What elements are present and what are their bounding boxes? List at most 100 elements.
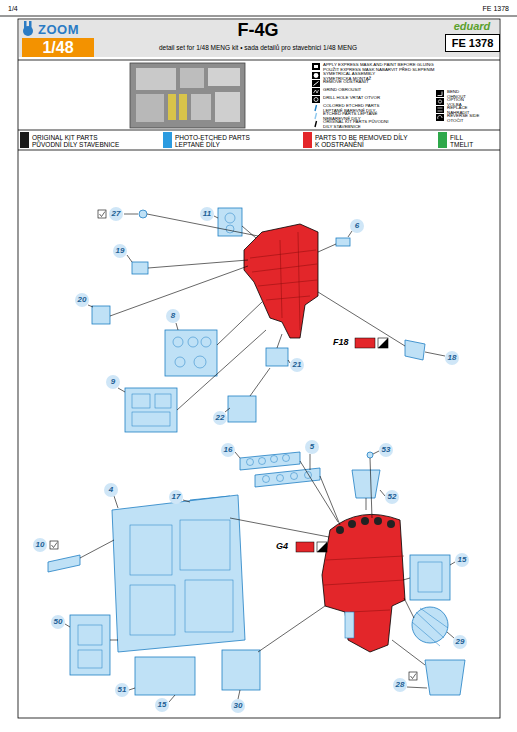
leader-lines bbox=[318, 292, 445, 356]
legend-swatch bbox=[163, 132, 172, 148]
part-details bbox=[78, 213, 448, 668]
part-details bbox=[291, 473, 298, 480]
leader-lines bbox=[65, 214, 455, 702]
fret-thumbnail bbox=[168, 94, 176, 120]
photo-etched-parts bbox=[240, 452, 300, 470]
photo-etched-parts bbox=[92, 306, 110, 324]
fret-thumbnail bbox=[136, 68, 176, 90]
callout-number: 53 bbox=[379, 443, 393, 457]
lower-cockpit-panel bbox=[336, 517, 395, 534]
part-details bbox=[194, 356, 206, 368]
photo-etched-parts bbox=[405, 340, 425, 360]
part-details bbox=[225, 213, 235, 223]
leader-lines bbox=[403, 562, 455, 580]
bend-checkboxes bbox=[50, 210, 417, 680]
callout-number: 6 bbox=[350, 219, 364, 233]
part-details bbox=[130, 585, 175, 635]
part-details bbox=[130, 525, 172, 575]
callout-number: 18 bbox=[445, 351, 459, 365]
set-code: FE 1378 bbox=[483, 5, 509, 12]
callout-number: 50 bbox=[51, 615, 65, 629]
part-details bbox=[185, 580, 233, 632]
set-code-box: FE 1378 bbox=[445, 34, 500, 52]
photo-etched-parts bbox=[48, 208, 465, 695]
lower-cockpit-panel bbox=[361, 517, 369, 525]
photo-etched-parts bbox=[336, 238, 350, 246]
callout-number: 16 bbox=[221, 443, 235, 457]
part-details bbox=[247, 459, 254, 466]
fret-thumbnail bbox=[191, 94, 211, 120]
callout-number: 20 bbox=[75, 293, 89, 307]
callout-number: 30 bbox=[231, 699, 245, 713]
leader-lines bbox=[169, 695, 175, 702]
photo-etched-parts bbox=[425, 660, 465, 695]
symbol-icons bbox=[438, 92, 443, 96]
page-number: 1/4 bbox=[8, 5, 18, 12]
page-frame bbox=[0, 16, 517, 17]
leader-lines bbox=[118, 330, 266, 410]
legend-text: ORIGINAL KIT PARTS PŮVODNÍ DÍLY STAVEBNI… bbox=[32, 134, 127, 148]
symbol-icons bbox=[312, 63, 444, 127]
symbol-icons bbox=[436, 106, 444, 113]
zoom-bunny bbox=[23, 21, 33, 36]
bend-checkboxes bbox=[98, 210, 106, 218]
header-band bbox=[19, 20, 499, 57]
symbol-icons bbox=[436, 90, 444, 97]
part-details bbox=[263, 476, 270, 483]
legend-text: REVERSE SIDE OTOČIT bbox=[447, 114, 481, 123]
leader-lines bbox=[238, 606, 325, 699]
leader-lines bbox=[366, 490, 385, 510]
part-details bbox=[173, 337, 183, 347]
leader-lines bbox=[235, 452, 310, 470]
scale-badge: 1/48 bbox=[22, 38, 94, 57]
upper-cockpit-panel bbox=[250, 232, 317, 330]
leader-lines bbox=[127, 255, 248, 268]
page-frame bbox=[18, 19, 500, 718]
leader-lines bbox=[80, 540, 114, 558]
zoom-bunny bbox=[29, 21, 32, 29]
lower-cockpit-panel bbox=[322, 514, 405, 652]
part-details bbox=[132, 394, 150, 408]
leader-lines bbox=[225, 368, 270, 412]
part-details bbox=[412, 608, 448, 646]
leader-lines bbox=[404, 598, 454, 638]
part-details bbox=[277, 475, 284, 482]
callout-number: 27 bbox=[109, 207, 123, 221]
symbol-icons bbox=[312, 88, 320, 95]
callout-number: 51 bbox=[115, 683, 129, 697]
brand-logo: ZOOM bbox=[38, 23, 79, 36]
callout-number: 8 bbox=[166, 309, 180, 323]
bend-checkboxes bbox=[411, 674, 417, 679]
photo-etched-parts bbox=[165, 330, 217, 376]
symbol-icons bbox=[312, 80, 320, 87]
legend-text: DRILL HOLE VRTAT OTVOR bbox=[323, 96, 385, 101]
part-details bbox=[226, 225, 234, 233]
symbol-icons bbox=[438, 108, 443, 111]
photo-etched-parts bbox=[132, 262, 148, 274]
symbol-icons bbox=[315, 113, 317, 119]
callout-number: 17 bbox=[169, 490, 183, 504]
page-frame bbox=[18, 130, 500, 131]
fret-thumbnail bbox=[208, 68, 240, 86]
photo-etched-parts bbox=[410, 555, 450, 600]
symbol-icons bbox=[312, 96, 320, 103]
callout-number: 11 bbox=[200, 207, 214, 221]
removal-markers bbox=[378, 338, 388, 348]
leader-lines bbox=[176, 302, 262, 345]
bend-checkboxes bbox=[409, 672, 417, 680]
symbol-icons bbox=[438, 116, 442, 119]
leader-lines bbox=[124, 214, 258, 236]
lower-cockpit-panel bbox=[387, 520, 395, 528]
symbol-icons bbox=[315, 105, 317, 111]
kit-part-ref: F18 bbox=[333, 338, 349, 347]
fret-thumbnail bbox=[130, 63, 245, 128]
legend-text: REMOVE ODSTRANIT bbox=[323, 80, 385, 85]
leader-lines bbox=[183, 500, 329, 537]
lower-cockpit-panel bbox=[324, 556, 404, 612]
part-details bbox=[201, 337, 211, 347]
upper-cockpit-panel bbox=[244, 224, 318, 338]
upper-cockpit-panel bbox=[244, 224, 318, 338]
callout-number: 21 bbox=[290, 358, 304, 372]
fret-thumbnail bbox=[215, 92, 240, 122]
